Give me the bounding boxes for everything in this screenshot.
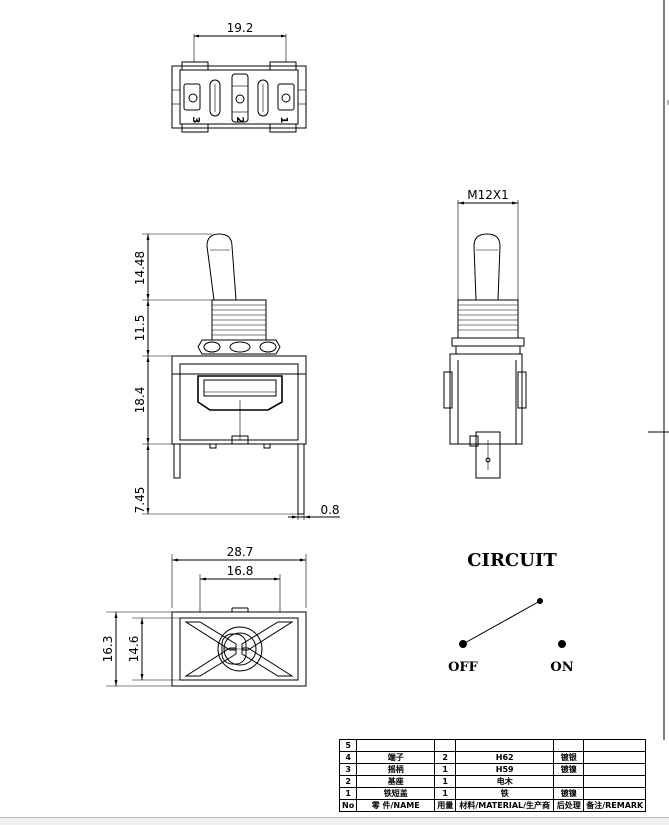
- switch-arm: [462, 600, 541, 645]
- pin-label-2: 2: [234, 117, 245, 124]
- front-view: 14.48 11.5 18.4 7.45 0.8: [133, 233, 340, 520]
- dim-toggle-height: 14.48: [133, 251, 147, 285]
- dim-base-width-inner: 16.8: [227, 564, 254, 578]
- dim-top-width: 19.2: [227, 21, 254, 35]
- dim-base-depth-inner: 14.6: [127, 636, 141, 663]
- circuit-diagram: CIRCUIT OFF ON: [448, 550, 574, 675]
- dim-base-depth-outer: 16.3: [101, 636, 115, 663]
- side-view: M12X1: [443, 188, 527, 479]
- pin-label-3: 3: [190, 117, 201, 124]
- off-label: OFF: [448, 660, 479, 675]
- base-view: 28.7 16.8 16.3 14.6: [101, 545, 307, 687]
- dim-bushing-height: 11.5: [133, 315, 147, 342]
- dim-body-height: 18.4: [133, 387, 147, 414]
- dim-terminal-length: 7.45: [133, 487, 147, 514]
- dim-terminal-thickness: 0.8: [320, 503, 339, 517]
- dim-base-width-outer: 28.7: [227, 545, 254, 559]
- on-contact: [558, 640, 566, 648]
- circuit-title: CIRCUIT: [467, 550, 557, 571]
- dim-thread: M12X1: [467, 188, 508, 202]
- window-bottom-bar: [0, 817, 669, 825]
- pin-label-1: 1: [278, 117, 289, 124]
- on-label: ON: [550, 660, 573, 675]
- top-view: 19.2 3 2 1: [171, 21, 307, 133]
- table-row: 5: [338, 739, 647, 752]
